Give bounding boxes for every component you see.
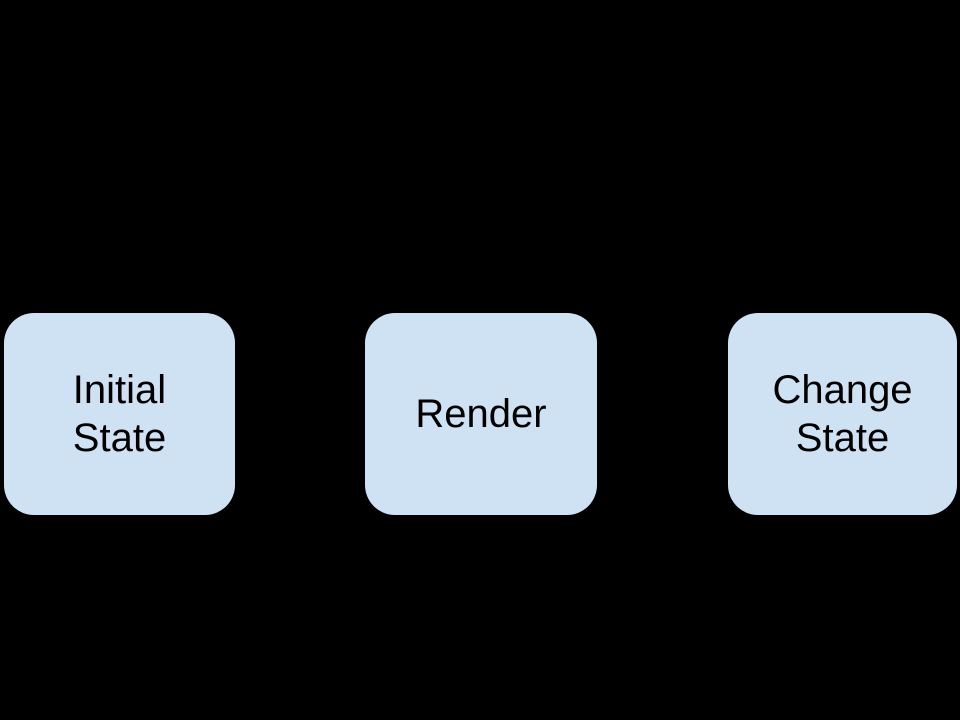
node-initial-state: Initial State bbox=[4, 313, 235, 515]
node-change-state: Change State bbox=[728, 313, 957, 515]
node-render-label: Render bbox=[415, 392, 547, 436]
node-change-state-label: Change State bbox=[772, 368, 913, 460]
node-render: Render bbox=[365, 313, 597, 515]
node-initial-state-label: Initial State bbox=[72, 368, 167, 460]
